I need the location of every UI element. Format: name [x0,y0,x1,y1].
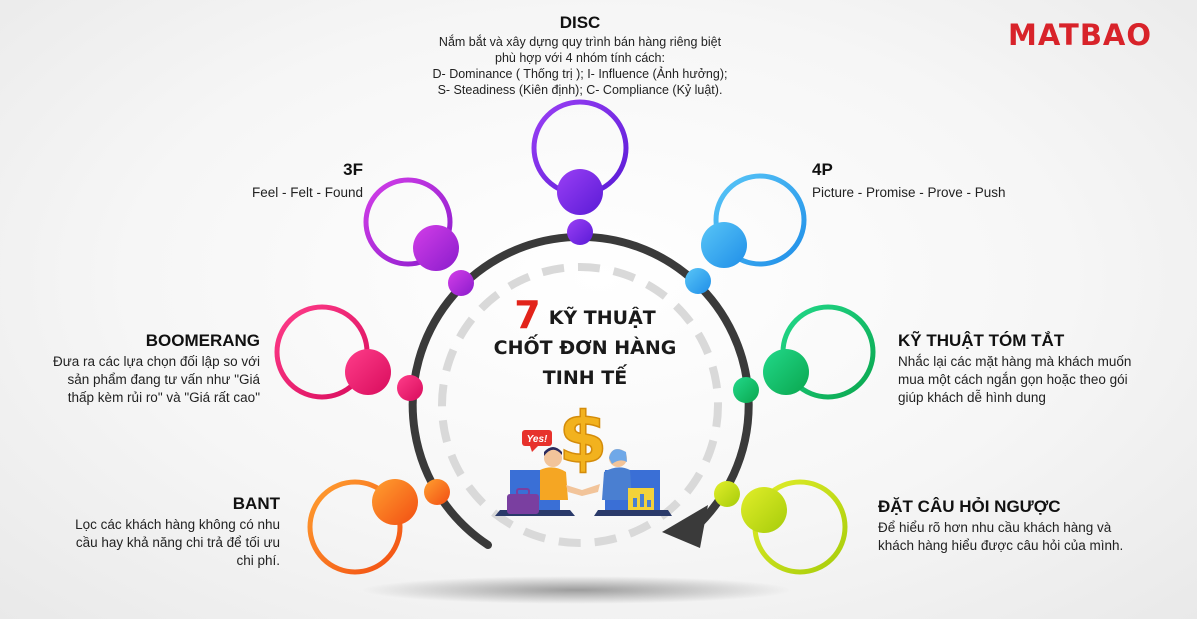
4p-desc: Picture - Promise - Prove - Push [812,185,1006,200]
yes-bubble-tail [530,446,538,452]
disc-dot [567,219,593,245]
3f-ball [413,225,459,271]
center-line1: KỸ THUẬT [548,307,656,329]
tom-tat-title: KỸ THUẬT TÓM TẮT [898,331,1065,350]
disc-desc: Nắm bắt và xây dựng quy trình bán hàng r… [400,34,760,98]
4p-title: 4P [812,160,833,179]
chart-card-bar [647,500,651,507]
bant-line: Lọc các khách hàng không có nhu [75,517,280,532]
matbao-logo: MATBAO [1008,18,1153,52]
4p-label: 4P Picture - Promise - Prove - Push [812,160,1072,202]
4p-node [685,173,807,294]
tom-tat-label: KỸ THUẬT TÓM TẮT Nhắc lại các mặt hàng m… [898,331,1188,407]
boomerang-line: Đưa ra các lựa chọn đối lập so với [52,354,260,369]
3f-node [363,177,474,296]
yes-bubble-text: Yes! [527,434,548,445]
briefcase-handle [516,488,530,496]
tom-tat-line: giúp khách dễ hình dung [898,390,1046,405]
bant-label: BANT Lọc các khách hàng không có nhu cầu… [40,494,280,570]
disc-title: DISC [559,13,601,32]
handshake-illustration: $ Yes! [495,396,672,516]
hoi-nguoc-node [714,479,848,575]
right-person-hair [609,449,627,464]
center-line3: TINH TẾ [542,367,628,389]
tom-tat-line: mua một cách ngắn gọn hoặc theo gói [898,372,1128,387]
bant-line: cầu hay khả năng chi trả để tối ưu [75,535,280,550]
3f-desc: Feel - Felt - Found [251,185,363,200]
disc-line: phù hợp với 4 nhóm tính cách: [495,51,665,65]
center-title: 7 KỸ THUẬT CHỐT ĐƠN HÀNG TINH TẾ [470,296,700,393]
disc-label: DISC Nắm bắt và xây dựng quy trình bán h… [400,13,760,98]
hoi-nguoc-line: khách hàng hiểu được câu hỏi của mình. [878,538,1124,553]
4p-dot [685,268,711,294]
tom-tat-desc: Nhắc lại các mặt hàng mà khách muốn mua … [898,353,1188,407]
disc-line: Nắm bắt và xây dựng quy trình bán hàng r… [438,35,722,49]
main-arc [408,232,753,549]
hoi-nguoc-dot [714,481,740,507]
tom-tat-node [733,304,876,403]
handshake [566,484,600,496]
yes-bubble [522,430,552,446]
hoi-nguoc-title: ĐẶT CÂU HỎI NGƯỢC [878,497,1061,516]
chart-card-bar [633,498,637,507]
dollar-icon: $ [559,397,608,479]
bant-desc: Lọc các khách hàng không có nhu cầu hay … [40,516,280,570]
center-line2: CHỐT ĐƠN HÀNG [493,337,677,359]
boomerang-ball [345,349,391,395]
3f-title: 3F [343,160,363,179]
disc-line: D- Dominance ( Thống trị ); I- Influence… [432,67,728,81]
right-person-body [602,467,632,500]
briefcase-icon [507,494,539,514]
3f-dot [448,270,474,296]
hoi-nguoc-ball [741,487,787,533]
center-number: 7 [514,293,541,337]
bant-ball [372,479,418,525]
3f-label: 3F Feel - Felt - Found [203,160,363,202]
disc-line: S- Steadiness (Kiên định); C- Compliance… [437,83,723,97]
disc-node [531,99,629,245]
hoi-nguoc-label: ĐẶT CÂU HỎI NGƯỢC Để hiểu rõ hơn nhu cầu… [878,497,1178,555]
boomerang-node [274,304,423,401]
arc-arrowhead [662,505,708,548]
bant-dot [424,479,450,505]
right-laptop-base [594,510,672,516]
bant-node [307,479,450,575]
tom-tat-dot [733,377,759,403]
inner-dashed-circle [438,263,722,547]
bant-ring [307,479,403,575]
disc-ball [557,169,603,215]
4p-ball [701,222,747,268]
hoi-nguoc-line: Để hiểu rõ hơn nhu cầu khách hàng và [878,520,1112,535]
boomerang-label: BOOMERANG Đưa ra các lựa chọn đối lập so… [20,331,260,407]
left-person-hair [544,447,562,456]
boomerang-dot [397,375,423,401]
boomerang-line: thấp kèm rủi ro" và "Giá rất cao" [67,390,260,405]
3f-ring [363,177,453,267]
4p-ring [713,173,807,267]
bant-title: BANT [232,494,280,513]
boomerang-line: sản phẩm đang tư vấn như "Giá [67,372,260,387]
tom-tat-line: Nhắc lại các mặt hàng mà khách muốn [898,354,1132,369]
chart-card-bar [640,494,644,507]
boomerang-title: BOOMERANG [145,331,260,350]
bant-line: chi phí. [236,553,280,568]
ground-shadow [362,576,792,604]
left-person-head [544,449,562,467]
hoi-nguoc-desc: Để hiểu rõ hơn nhu cầu khách hàng và khá… [878,519,1178,555]
tom-tat-ball [763,349,809,395]
left-person-body [540,467,568,500]
boomerang-desc: Đưa ra các lựa chọn đối lập so với sản p… [20,353,260,407]
